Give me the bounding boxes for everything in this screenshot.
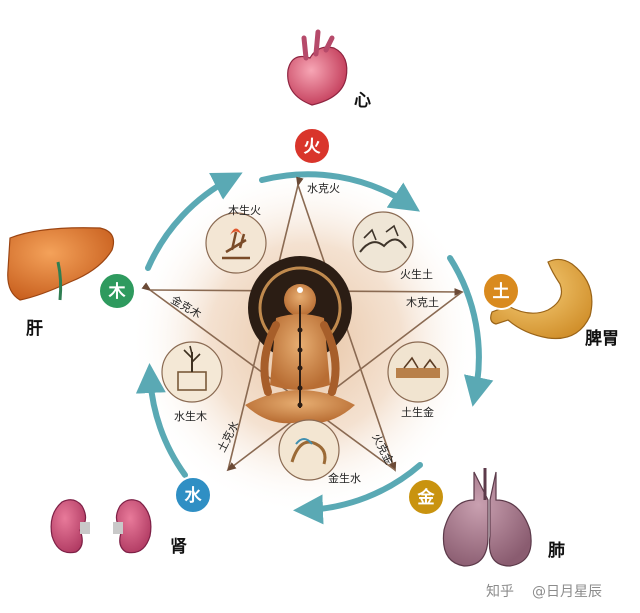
vignette-wood-fire [205, 212, 267, 274]
element-wood-badge: 木 [98, 272, 136, 310]
vignette-metal-water [278, 419, 340, 481]
label-water-generates-wood: 水生木 [174, 409, 207, 423]
svg-text:木: 木 [108, 281, 127, 302]
element-metal-badge: 金 [407, 478, 445, 516]
cycle-arrow-water-wood [135, 363, 188, 478]
element-earth-badge: 土 [482, 272, 520, 310]
cycle-arrow-wood-fire [145, 172, 243, 271]
svg-text:火: 火 [304, 137, 322, 157]
liver-label: 肝 [26, 319, 43, 339]
figure-chakras [297, 327, 303, 408]
vignette-fire-earth [352, 211, 414, 273]
figure-crown-point [297, 287, 303, 293]
label-earth-generates-metal: 土生金 [401, 405, 434, 419]
svg-text:水: 水 [185, 485, 203, 506]
cycle-arrow-earth-metal [447, 255, 494, 407]
water-controls-fire-text: 水克火 [307, 182, 340, 195]
watermark-platform: 知乎 [486, 583, 514, 600]
heart-icon [287, 46, 348, 106]
label-wood-controls-earth: 木克土 [406, 296, 439, 309]
meditating-figure [245, 256, 355, 424]
kidney-left-icon [50, 499, 87, 554]
svg-text:金: 金 [417, 487, 436, 508]
lung-organ [442, 468, 532, 567]
stomach-icon [490, 258, 593, 340]
kidney-label: 肾 [170, 537, 187, 557]
liver-organ [7, 227, 115, 301]
element-fire-badge: 火 [293, 127, 331, 165]
star-line-earth-water [226, 291, 463, 472]
stomach-organ [490, 258, 593, 340]
lung-label: 肺 [548, 541, 565, 561]
heart-label: 心 [354, 91, 371, 111]
kidney-right-icon [115, 499, 152, 554]
watermark-author: @日月星辰 [532, 584, 602, 600]
heart-organ [287, 29, 348, 106]
label-water-controls-fire: 水克火 [307, 182, 340, 195]
kidney-organ [50, 499, 152, 554]
label-wood-generates-fire: 木生火 [228, 203, 261, 217]
spleen-stomach-label: 脾胃 [585, 328, 619, 349]
vignette-earth-metal [387, 341, 449, 403]
label-fire-generates-earth: 火生土 [400, 267, 433, 281]
cycle-arrow-fire-earth [259, 171, 421, 212]
vignette-water-wood [161, 341, 223, 403]
cycle-arrow-metal-water [293, 462, 423, 525]
generating-cycle-ring [135, 171, 494, 525]
figure-head [284, 284, 316, 316]
lung-icon [442, 471, 532, 567]
svg-text:土: 土 [493, 281, 510, 302]
element-water-badge: 水 [174, 476, 212, 514]
figure-arms [260, 321, 340, 396]
liver-icon [7, 227, 115, 301]
label-metal-generates-water: 金生水 [328, 471, 361, 485]
